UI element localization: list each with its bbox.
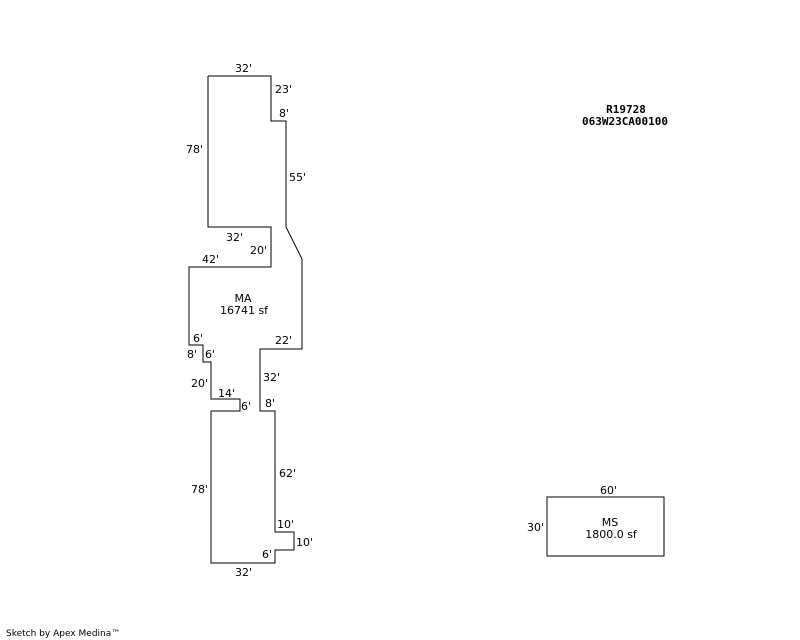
- dim-32-mid: 32': [226, 231, 243, 244]
- dim-30: 30': [527, 521, 544, 534]
- dim-10-b: 10': [296, 536, 313, 549]
- dim-42: 42': [202, 253, 219, 266]
- dim-8-lower: 8': [265, 397, 275, 410]
- record-id: R19728: [606, 103, 646, 116]
- dim-8-left: 8': [187, 348, 197, 361]
- dim-22: 22': [275, 334, 292, 347]
- dim-32-right: 32': [263, 371, 280, 384]
- secondary-area-outline: [546, 496, 665, 557]
- dim-top-32: 32': [235, 62, 252, 75]
- dim-23: 23': [275, 83, 292, 96]
- main-area-size: 16741 sf: [220, 304, 269, 317]
- dim-6-b: 6': [205, 348, 215, 361]
- dim-6-d: 6': [262, 548, 272, 561]
- dim-6-a: 6': [193, 332, 203, 345]
- dim-14: 14': [218, 387, 235, 400]
- dim-55: 55': [289, 171, 306, 184]
- footer-credit: Sketch by Apex Medina™: [6, 629, 120, 639]
- main-area-code: MA: [234, 292, 251, 305]
- dim-8-top: 8': [279, 107, 289, 120]
- secondary-area-code: MS: [602, 516, 618, 529]
- secondary-area-size: 1800.0 sf: [585, 528, 638, 541]
- dim-bottom-32: 32': [235, 566, 252, 579]
- dim-78-lower: 78': [191, 483, 208, 496]
- dim-78-upper: 78': [186, 143, 203, 156]
- dim-6-c: 6': [241, 400, 251, 413]
- dim-20-upper: 20': [250, 244, 267, 257]
- dim-62: 62': [279, 467, 296, 480]
- dim-20-lower: 20': [191, 377, 208, 390]
- dim-60: 60': [600, 484, 617, 497]
- map-number: 063W23CA00100: [582, 115, 668, 128]
- main-area-outline: [188, 75, 303, 564]
- dim-10-a: 10': [277, 518, 294, 531]
